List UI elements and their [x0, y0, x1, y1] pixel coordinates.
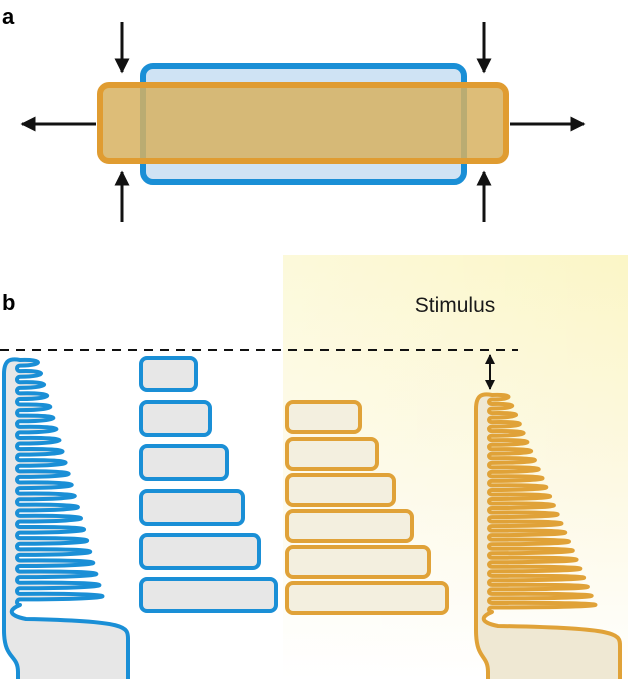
orange-disk — [285, 545, 431, 579]
orange-disk — [285, 437, 379, 471]
blue-disk — [139, 444, 229, 481]
blue-disk — [139, 356, 198, 392]
orange-photoreceptor-outline — [474, 392, 622, 679]
blue-disk — [139, 577, 278, 613]
blue-disk-stack — [139, 356, 278, 613]
panel-a-label: a — [2, 4, 15, 29]
blue-disk — [139, 533, 261, 570]
panel-a-diagram — [20, 22, 586, 222]
panel-b-label: b — [2, 290, 15, 315]
orange-disk — [285, 473, 396, 507]
orange-disk — [285, 581, 449, 615]
orange-disk-stack — [285, 400, 449, 615]
blue-disk — [139, 400, 212, 437]
compression-arrows — [114, 22, 492, 222]
blue-disk — [139, 489, 245, 526]
orange-stimulated-rectangle — [97, 82, 509, 164]
orange-disk — [285, 509, 414, 543]
stimulus-label: Stimulus — [415, 294, 496, 317]
blue-photoreceptor-outline — [2, 357, 130, 679]
orange-disk — [285, 400, 362, 434]
